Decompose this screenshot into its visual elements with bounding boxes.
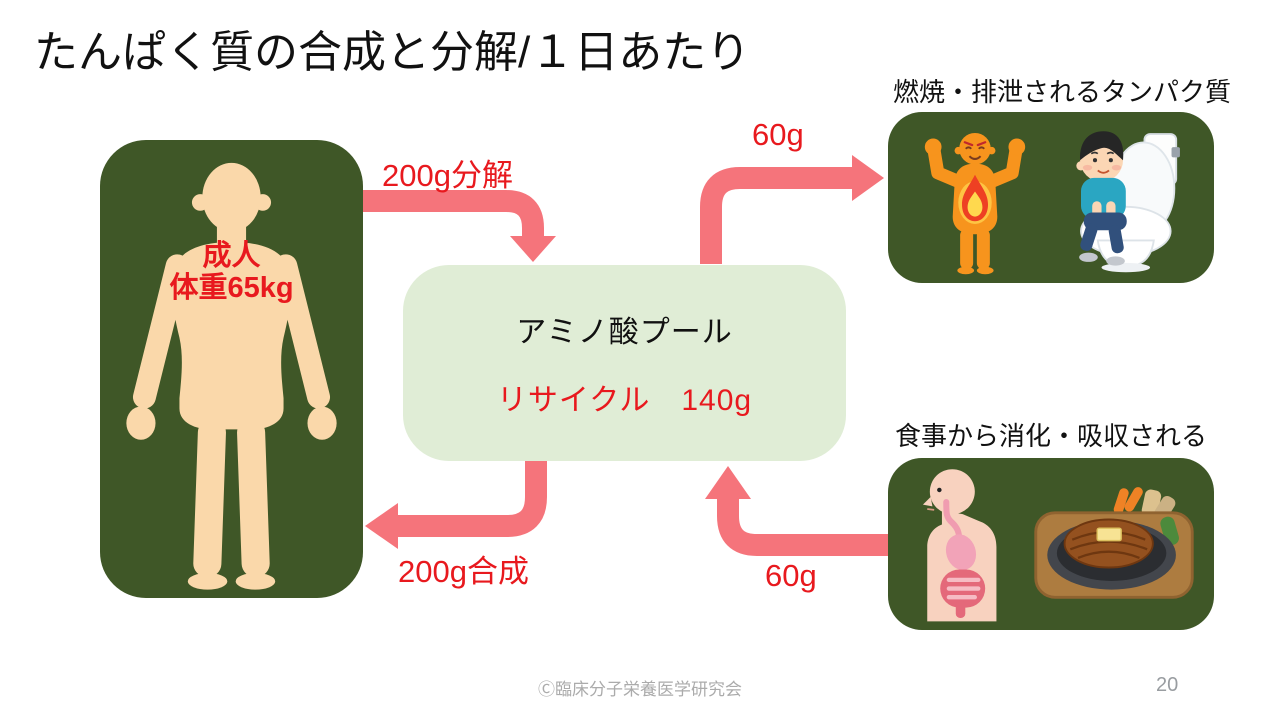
breakdown-arrow xyxy=(363,190,556,262)
metabolism-burning-man-icon xyxy=(925,132,1026,274)
synthesis-arrow xyxy=(365,461,547,549)
intake-box-caption: 食事から消化・吸収される xyxy=(895,421,1208,451)
pool-title: アミノ酸プール xyxy=(516,316,733,349)
pool-recycle-value: リサイクル 140g xyxy=(496,384,753,417)
boy xyxy=(1075,130,1127,266)
adult-body-silhouette-icon xyxy=(126,162,337,590)
footer-copyright: Ⓒ臨床分子栄養医学研究会 xyxy=(538,680,742,699)
adult-body-label: 成人 体重65kg xyxy=(100,240,363,305)
intake-arrow-label: 60g xyxy=(765,558,817,593)
breakdown-arrow-label: 200g分解 xyxy=(382,158,513,193)
boy-on-toilet-icon xyxy=(1075,130,1180,272)
intake-box xyxy=(888,458,1214,630)
burn-box-caption: 燃焼・排泄されるタンパク質 xyxy=(893,77,1232,107)
hamburger-steak-plate-icon xyxy=(1034,487,1194,599)
page-number: 20 xyxy=(1156,674,1179,696)
intake-arrow xyxy=(705,466,888,556)
burn-arrow xyxy=(700,155,884,264)
burn-arrow-label: 60g xyxy=(752,117,804,152)
adult-label-line2: 体重65kg xyxy=(169,272,294,305)
adult-label-line1: 成人 xyxy=(202,240,261,272)
digestive-system-body-icon xyxy=(922,469,997,622)
slide-title: たんぱく質の合成と分解/１日あたり xyxy=(34,28,751,77)
adult-body-box: 成人 体重65kg xyxy=(100,140,363,598)
synthesis-arrow-label: 200g合成 xyxy=(398,554,529,589)
burn-box xyxy=(888,112,1214,283)
amino-acid-pool-box: アミノ酸プール リサイクル 140g xyxy=(403,265,846,461)
